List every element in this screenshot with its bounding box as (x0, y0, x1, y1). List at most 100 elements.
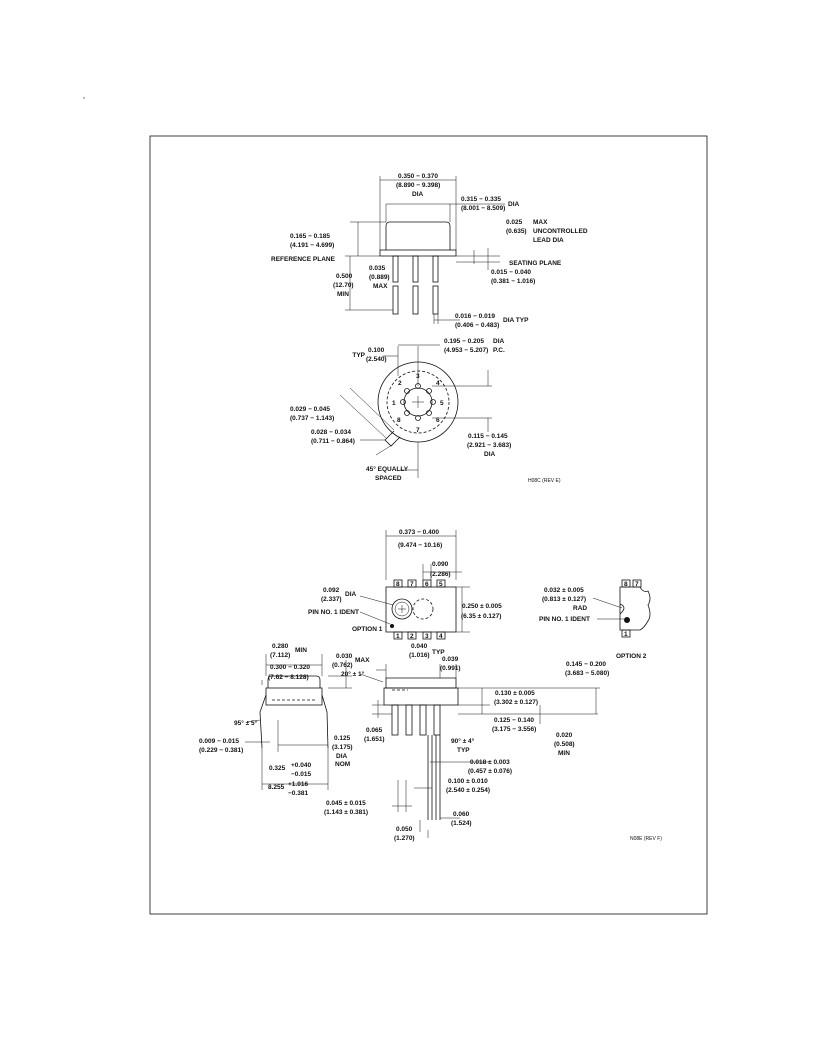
d045-line2: (1.143 ± 0.381) (324, 809, 368, 816)
min280-line2: (7.112) (270, 652, 290, 659)
d8255-minus: −0.381 (288, 790, 308, 797)
dip-top-labels: 0.373 − 0.400 (9.474 − 10.16) 0.090 (2.2… (308, 529, 502, 640)
dip-rev-label: N08E (REV F) (630, 836, 662, 842)
min280-line3: MIN (295, 647, 307, 654)
lead-dia-line1: 0.016 − 0.019 (455, 313, 495, 320)
angle95-label: 95° ± 5° (234, 719, 258, 727)
dip-width-line2: (6.35 ± 0.127) (461, 613, 501, 620)
d125r-line1: 0.125 − 0.140 (494, 717, 534, 724)
to5-pin-4: 4 (436, 380, 440, 387)
to5-pin-5: 5 (440, 400, 444, 407)
to5-side-labels: 0.350 − 0.370 (8.890 − 9.398) DIA 0.315 … (271, 173, 588, 329)
dip-pin-7: 7 (410, 581, 414, 588)
pc-dia-line1: 0.195 − 0.205 (444, 338, 484, 345)
uncontrolled-line3: MAX (533, 219, 548, 226)
dia092-line2: (2.337) (321, 596, 342, 603)
to5-pin-7: 7 (416, 427, 420, 434)
cap-dia-line2: (8.001 − 8.509) (461, 205, 505, 212)
pitch-line2: (2.540) (366, 356, 387, 363)
d009-line1: 0.009 − 0.015 (199, 738, 239, 745)
reference-plane-label: REFERENCE PLANE (271, 256, 336, 263)
cap-height-line1: 0.165 − 0.185 (290, 233, 330, 240)
cap-dia-line1: 0.315 − 0.335 (461, 196, 501, 203)
pc-dia-line2: (4.953 − 5.207) (444, 347, 488, 354)
body-dia-line3: DIA (412, 191, 424, 198)
d125-line4: NOM (335, 761, 350, 768)
d018-line2: (0.457 ± 0.076) (468, 768, 512, 775)
lead-dia-line3: DIA TYP (503, 317, 529, 324)
max035-line2: (0.889) (369, 274, 390, 281)
seat-gap-line2: (0.381 − 1.016) (491, 278, 535, 285)
option2-label: OPTION 2 (616, 653, 647, 660)
to5-rev-label: H08C (REV E) (528, 478, 561, 484)
angle90-line2: TYP (457, 747, 470, 754)
d039-line1: 0.039 (442, 656, 459, 663)
d060-line1: 0.060 (453, 811, 470, 818)
dip-pin-3: 3 (425, 633, 429, 640)
max035-line3: MAX (373, 283, 388, 290)
d065-line1: 0.065 (366, 727, 383, 734)
dip-pin-5: 5 (439, 581, 443, 588)
d130-line2: (3.302 ± 0.127) (494, 699, 538, 706)
dip-end-view (245, 654, 352, 790)
dip-pin-1: 1 (396, 633, 400, 640)
pin1-ident-label: PIN NO. 1 IDENT (308, 609, 359, 616)
opt2-pin-1: 1 (624, 631, 628, 638)
d065-line2: (1.651) (364, 736, 385, 743)
dip-side-view (359, 664, 600, 838)
d045-line1: 0.045 ± 0.015 (326, 800, 366, 807)
d050-line2: (1.270) (394, 835, 415, 842)
pin1-ident2-label: PIN NO. 1 IDENT (539, 616, 590, 623)
dip-pin-2: 2 (410, 633, 414, 640)
uncontrolled-line5: LEAD DIA (533, 237, 564, 244)
angle90-line1: 90° ± 4° (451, 737, 475, 745)
dip-length-line1: 0.373 − 0.400 (399, 529, 439, 536)
tab-length-line2: (0.711 − 0.864) (311, 438, 355, 445)
pc-dia-line3: DIA (493, 338, 505, 345)
to5-pin-6: 6 (436, 417, 440, 424)
dia092-line1: 0.092 (323, 587, 340, 594)
uncontrolled-line4: UNCONTROLLED (533, 228, 588, 235)
dip-option2-labels: 8 7 1 0.032 ± 0.005 (0.813 ± 0.127) RAD … (539, 581, 647, 660)
to5-pin-8: 8 (397, 417, 401, 424)
d040-line2: (1.016) (409, 652, 430, 659)
lead-length-line2: (12.70) (333, 282, 354, 289)
to5-side-view (345, 176, 505, 324)
opt2-pin-7: 7 (635, 581, 639, 588)
d060-line2: (1.524) (451, 820, 472, 827)
equally-spaced-line2: SPACED (375, 475, 402, 482)
tab-width-line2: (0.737 − 1.143) (290, 415, 334, 422)
dia092-line3: DIA (345, 591, 357, 598)
cap-height-line2: (4.191 − 4.699) (290, 242, 334, 249)
option1-label: OPTION 1 (352, 626, 383, 633)
d020-line2: (0.508) (554, 741, 575, 748)
d145-line1: 0.145 − 0.200 (566, 661, 606, 668)
dip-top-view (359, 530, 470, 640)
tab-length-line1: 0.028 − 0.034 (311, 429, 351, 436)
lead-length-line1: 0.500 (336, 273, 353, 280)
opt2-pin-8: 8 (624, 581, 628, 588)
d050-line1: 0.050 (396, 826, 413, 833)
dip-option2-view (592, 579, 651, 638)
d325-minus: −0.015 (291, 771, 311, 778)
body-dia-line1: 0.350 − 0.370 (398, 173, 438, 180)
d145-line2: (3.683 − 5.080) (565, 670, 609, 677)
d100-line2: (2.540 ± 0.254) (446, 787, 490, 794)
d040-line3: TYP (432, 649, 445, 656)
dip-pin-8: 8 (396, 581, 400, 588)
to5-pin-1: 1 (392, 400, 396, 407)
rad-line1: 0.032 ± 0.005 (544, 587, 584, 594)
to5-pin-2: 2 (398, 380, 402, 387)
max030-line1: 0.030 (336, 653, 353, 660)
max030-line3: MAX (355, 657, 370, 664)
to5-pin-3: 3 (416, 373, 420, 380)
d040-line1: 0.040 (411, 643, 428, 650)
to5-bottom-view (339, 344, 492, 478)
dip-length-line2: (9.474 − 10.16) (398, 542, 442, 549)
seat-gap-line1: 0.015 − 0.040 (491, 269, 531, 276)
d018-line1: 0.018 ± 0.003 (470, 759, 510, 766)
max030-line2: (0.762) (332, 662, 353, 669)
dip-pin-6: 6 (425, 581, 429, 588)
center-dia-line1: 0.115 − 0.145 (468, 433, 508, 440)
